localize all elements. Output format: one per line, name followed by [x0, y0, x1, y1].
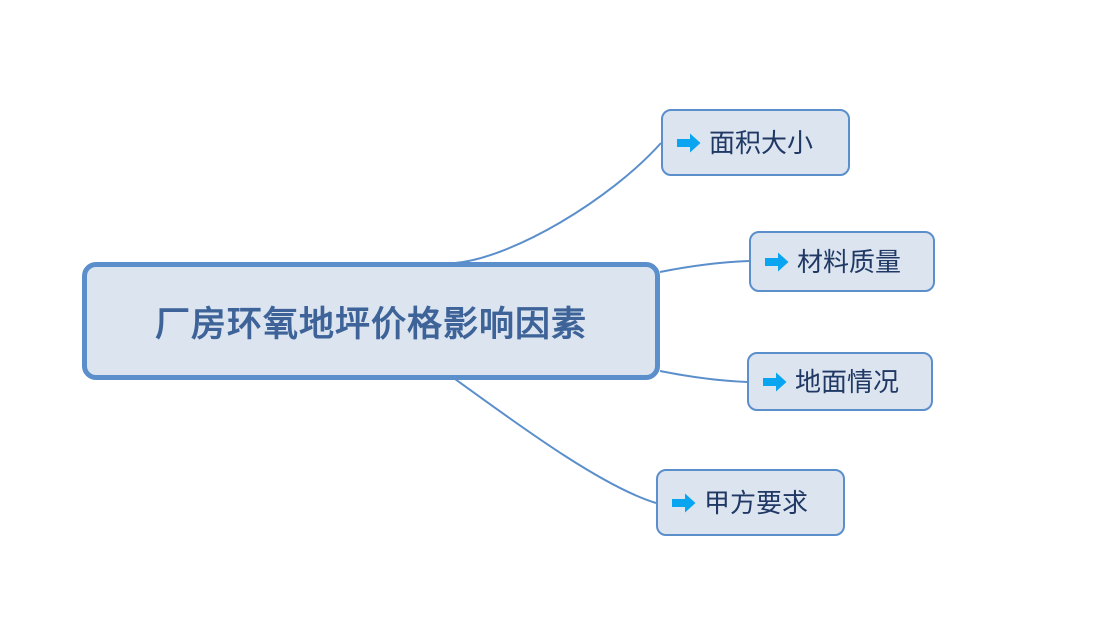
branch-node-1-label: 面积大小: [709, 127, 814, 158]
branch-node-3[interactable]: 地面情况: [747, 352, 933, 411]
branch-node-4-label: 甲方要求: [704, 487, 809, 518]
arrow-right-icon: [672, 493, 696, 513]
connector-to-branch-1: [454, 142, 662, 264]
connector-to-branch-3: [659, 370, 748, 383]
arrow-right-icon: [677, 133, 701, 153]
connector-to-branch-2: [659, 260, 750, 273]
connector-to-branch-4: [454, 378, 657, 504]
branch-node-1[interactable]: 面积大小: [661, 109, 850, 176]
branch-node-4[interactable]: 甲方要求: [656, 469, 845, 536]
central-node[interactable]: 厂房环氧地坪价格影响因素: [82, 262, 660, 380]
central-node-label: 厂房环氧地坪价格影响因素: [154, 304, 587, 344]
branch-node-3-label: 地面情况: [795, 366, 900, 397]
branch-node-2-label: 材料质量: [797, 246, 902, 277]
branch-node-2[interactable]: 材料质量: [749, 231, 935, 292]
arrow-right-icon: [763, 372, 787, 392]
arrow-right-icon: [765, 252, 789, 272]
